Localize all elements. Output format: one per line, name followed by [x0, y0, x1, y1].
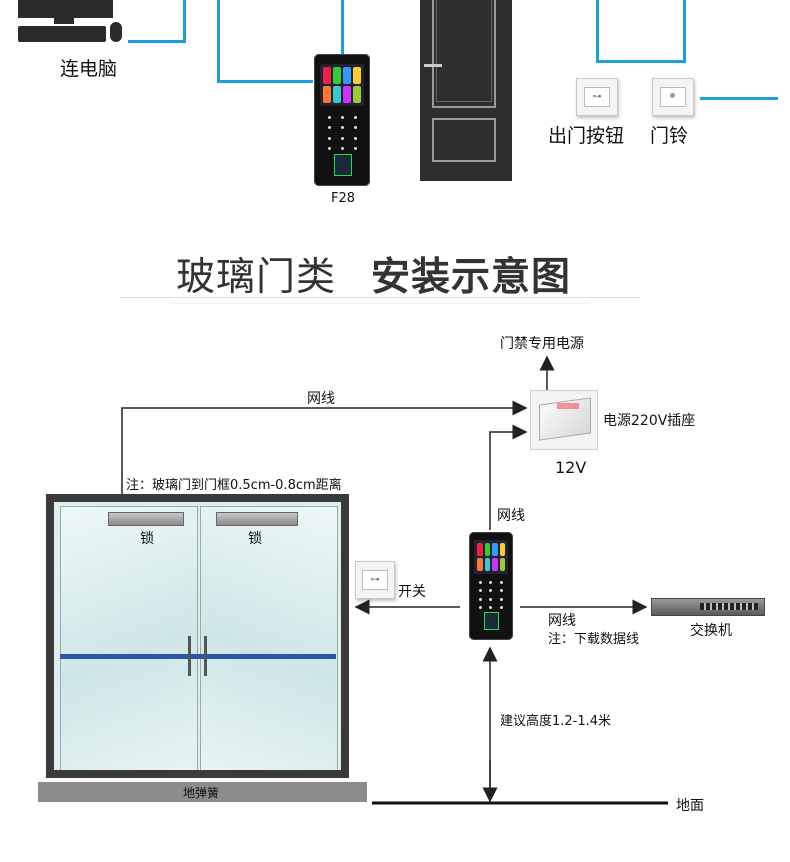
download-note: 注：下载数据线 — [548, 632, 640, 647]
height-note: 建议高度1.2-1.4米 — [500, 714, 612, 729]
switch-device-label: 交换机 — [690, 623, 732, 639]
cable-label-top: 网线 — [307, 391, 335, 407]
right-handle — [204, 636, 207, 676]
heading-divider — [120, 297, 640, 298]
cable-label-switch: 网线 — [548, 613, 576, 629]
access-device-image — [469, 532, 513, 640]
door-image — [420, 0, 512, 181]
wire-pc-vertical — [183, 0, 186, 43]
doorbell-image — [652, 78, 694, 116]
lock-left-label: 锁 — [140, 531, 154, 547]
gap-note: 注：玻璃门到门框0.5cm-0.8cm距离 — [126, 478, 342, 493]
floor-spring-bar: 地弹簧 — [38, 782, 367, 802]
wire-pc — [128, 40, 186, 43]
door-band — [60, 654, 336, 659]
power-title: 门禁专用电源 — [500, 336, 584, 352]
computer-icon — [18, 0, 128, 46]
wire-bell — [700, 97, 778, 100]
wire-device-top — [341, 0, 344, 55]
heading-divider-2 — [170, 303, 590, 304]
wire-device-left — [217, 0, 220, 82]
switch-label: 开关 — [398, 584, 426, 600]
right-door-leaf — [200, 506, 338, 774]
device-label: F28 — [331, 191, 356, 206]
network-switch-image — [651, 598, 765, 616]
switch-button-image: ⊶ — [355, 561, 395, 599]
floor-spring-label: 地弹簧 — [183, 786, 220, 800]
glass-door-image — [46, 494, 349, 778]
wire-exit-h — [596, 60, 686, 63]
power-socket-label: 电源220V插座 — [603, 413, 696, 429]
wire-exit-vertical — [596, 0, 599, 62]
lock-left-image — [108, 512, 184, 526]
power-supply-image — [530, 390, 598, 450]
exit-button-image: ⊶ — [576, 78, 618, 116]
left-door-leaf — [60, 506, 198, 774]
cable-label-mid: 网线 — [497, 508, 525, 524]
exit-button-label: 出门按钮 — [548, 125, 625, 147]
lock-right-image — [216, 512, 298, 526]
f28-device-image — [314, 54, 370, 186]
power-voltage: 12V — [555, 458, 587, 477]
heading-bold: 安装示意图 — [371, 255, 572, 300]
heading-light: 玻璃门类 — [176, 255, 337, 300]
pc-label: 连电脑 — [60, 58, 118, 80]
wire-exit-up — [683, 0, 686, 63]
ground-label: 地面 — [676, 798, 704, 814]
lock-right-label: 锁 — [248, 531, 262, 547]
wire-device-left-h — [217, 80, 313, 83]
left-handle — [188, 636, 191, 676]
doorbell-label: 门铃 — [650, 125, 689, 147]
